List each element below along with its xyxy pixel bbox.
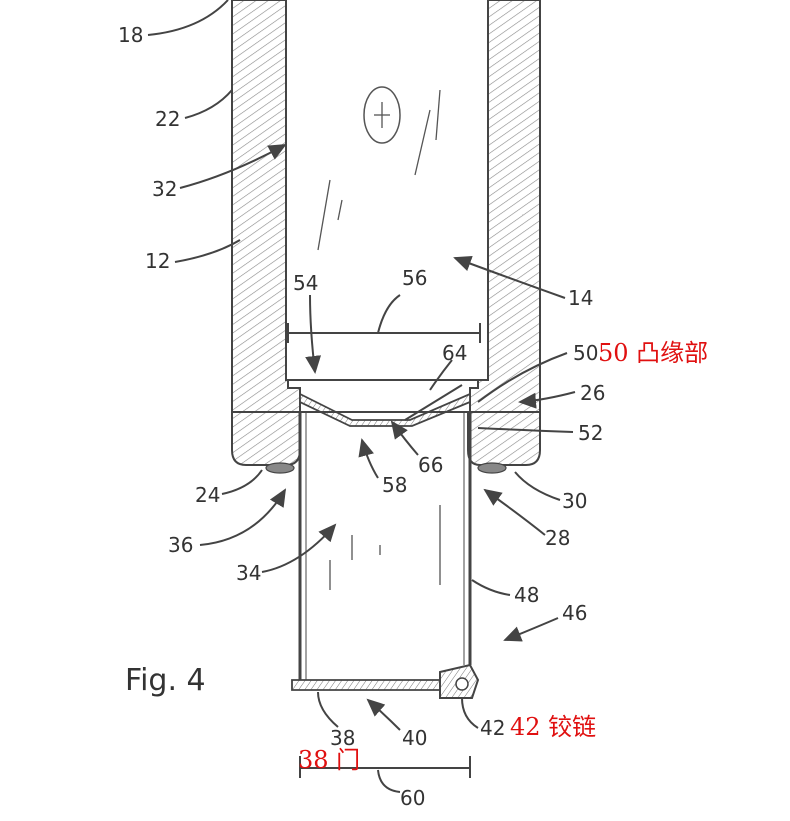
annotation-flange: 50 凸缘部	[598, 339, 708, 367]
container	[265, 411, 507, 680]
dimension-60	[299, 756, 471, 778]
flange	[287, 379, 479, 427]
reference-numerals: 18 22 32 12 54 56 14 64 50 26 52 66 58 2…	[118, 23, 605, 810]
numeral-66: 66	[418, 453, 443, 477]
numeral-52: 52	[578, 421, 603, 445]
numeral-58: 58	[382, 473, 407, 497]
numeral-50: 50	[573, 341, 598, 365]
numeral-64: 64	[442, 341, 467, 365]
annotation-hinge: 42 铰链	[510, 713, 596, 741]
numeral-34: 34	[236, 561, 261, 585]
numeral-26: 26	[580, 381, 605, 405]
numeral-22: 22	[155, 107, 180, 131]
numeral-48: 48	[514, 583, 539, 607]
right-wall	[467, 0, 541, 466]
numeral-32: 32	[152, 177, 177, 201]
numeral-42: 42	[480, 716, 505, 740]
numeral-36: 36	[168, 533, 193, 557]
numeral-12: 12	[145, 249, 170, 273]
tube-interior	[317, 86, 441, 251]
annotations: 50 凸缘部 42 铰链 38 门	[298, 339, 708, 774]
numeral-60: 60	[400, 786, 425, 810]
numeral-18: 18	[118, 23, 143, 47]
numeral-28: 28	[545, 526, 570, 550]
annotation-door: 38 门	[298, 746, 360, 774]
numeral-56: 56	[402, 266, 427, 290]
leader-lines	[147, 0, 576, 793]
numeral-38: 38	[330, 726, 355, 750]
left-wall	[231, 0, 301, 466]
numeral-30: 30	[562, 489, 587, 513]
numeral-54: 54	[293, 271, 318, 295]
figure-title: Fig. 4	[125, 663, 206, 698]
numeral-46: 46	[562, 601, 587, 625]
numeral-40: 40	[402, 726, 427, 750]
numeral-14: 14	[568, 286, 593, 310]
numeral-24: 24	[195, 483, 220, 507]
dimension-56	[287, 323, 481, 343]
door	[291, 663, 480, 699]
